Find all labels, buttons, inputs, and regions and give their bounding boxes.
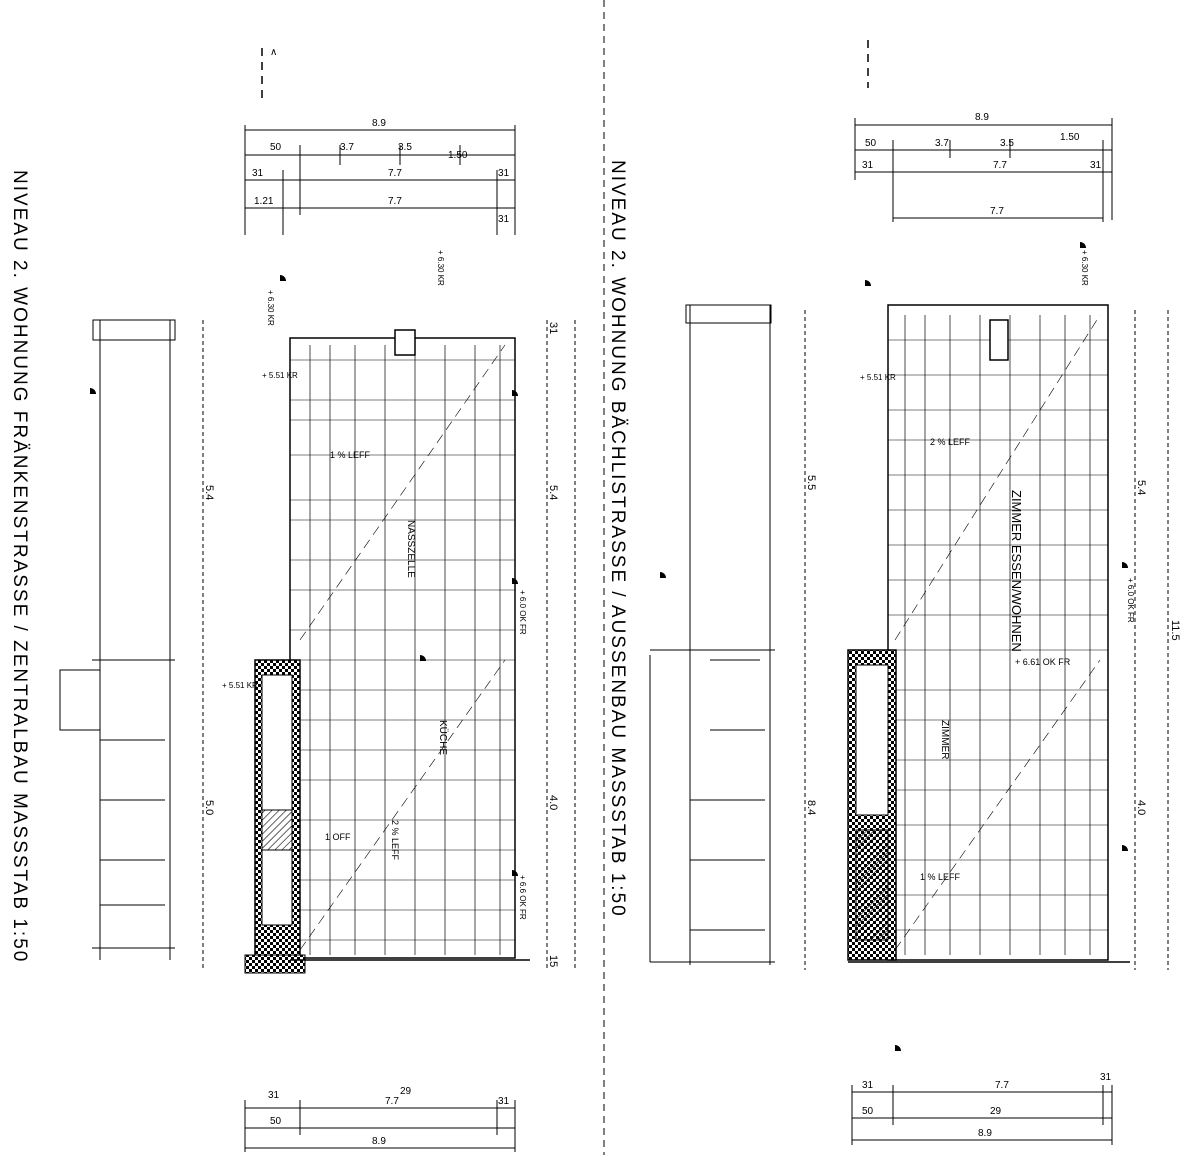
dim-label: 50 xyxy=(270,142,282,153)
left-bottom-dimensions: 31 7.7 31 50 29 8.9 xyxy=(244,1086,516,1152)
dim-label: 8.4 xyxy=(805,800,817,815)
dim-label: 3.5 xyxy=(1000,138,1014,149)
level-tag: + 6.30 KR xyxy=(266,290,275,326)
room-label: KÜCHE xyxy=(437,720,449,755)
left-vertical-dimensions xyxy=(202,320,576,970)
dim-label: 7.7 xyxy=(385,1096,399,1107)
left-plan-body xyxy=(244,329,530,974)
dim-label: 5.0 xyxy=(203,800,215,815)
right-plan-title: NIVEAU 2. WOHNUNG BÄCHLISTRASSE / AUSSEN… xyxy=(607,160,628,918)
dim-overall: 8.9 xyxy=(372,1136,386,1147)
dim-label: 1.50 xyxy=(1060,132,1080,143)
dim-label: 50 xyxy=(862,1106,874,1117)
left-plan-title: NIVEAU 2. WOHNUNG FRÄNKENSTRASSE / ZENTR… xyxy=(9,170,30,963)
dim-label: 7.7 xyxy=(388,168,402,179)
slope-note: 2 % LEFF xyxy=(390,820,400,861)
room-label: ZIMMER xyxy=(939,720,950,759)
dim-label: 3.7 xyxy=(935,138,949,149)
dim-label: 7.7 xyxy=(995,1080,1009,1091)
dim-label: 31 xyxy=(862,1080,874,1091)
level-tag: + 6.6 OK FR xyxy=(518,875,527,920)
dim-label: 3.7 xyxy=(340,142,354,153)
dim-label: 29 xyxy=(400,1086,412,1097)
dim-label: 31 xyxy=(862,160,874,171)
room-label: NASSZELLE xyxy=(405,520,416,578)
dim-overall: 8.9 xyxy=(975,112,989,123)
level-tag: + 6.0 OK FR xyxy=(1126,578,1135,623)
level-tag: + 6.0 OK FR xyxy=(518,590,527,635)
level-tag: + 6.30 KR xyxy=(1080,250,1089,286)
dim-label: 1.50 xyxy=(448,150,468,161)
level-markers: + 5.51 KR + 6.30 KR + 6.61 OK FR + 6.0 O… xyxy=(660,242,1135,1051)
dim-label: 11.5 xyxy=(1169,620,1181,641)
dim-label: 1.21 xyxy=(254,196,274,207)
dim-label: 29 xyxy=(990,1106,1002,1117)
dim-label: 31 xyxy=(547,322,559,334)
dim-label: 31 xyxy=(498,168,510,179)
dim-label: 5.5 xyxy=(805,475,817,490)
dim-overall: 8.9 xyxy=(372,118,386,129)
dim-label: 4.0 xyxy=(1135,800,1147,815)
dim-label: 7.7 xyxy=(388,196,402,207)
dim-label: 31 xyxy=(498,214,510,225)
room-label: ZIMMER ESSEN/WOHNEN xyxy=(1009,490,1024,652)
dim-label: 5.4 xyxy=(547,485,559,500)
level-tag: + 5.51 KR xyxy=(860,373,896,382)
dim-label: 31 xyxy=(252,168,264,179)
left-top-dimensions: 8.9 50 3.7 3.5 1.50 31 7.7 31 1.21 7.7 3… xyxy=(244,118,516,235)
slope-note: 1 % LEFF xyxy=(920,872,961,882)
level-tag: + 6.61 OK FR xyxy=(1015,657,1071,667)
right-plan: NIVEAU 2. WOHNUNG BÄCHLISTRASSE / AUSSEN… xyxy=(607,40,1181,1145)
slope-note: 2 % LEFF xyxy=(930,437,971,447)
dim-label: 7.7 xyxy=(993,160,1007,171)
level-tag: + 5.51 KR xyxy=(222,681,258,690)
dim-label: 5.4 xyxy=(1135,480,1147,495)
north-arrow-icon: ∧ xyxy=(261,47,277,98)
slope-note: 1 % LEFF xyxy=(330,450,371,460)
dim-label: 31 xyxy=(498,1096,510,1107)
dim-label: 50 xyxy=(865,138,877,149)
right-vertical-dimensions xyxy=(804,310,1169,970)
left-plan: NIVEAU 2. WOHNUNG FRÄNKENSTRASSE / ZENTR… xyxy=(9,47,576,1152)
dim-label: 7.7 xyxy=(990,206,1004,217)
dim-label: 5.4 xyxy=(203,485,215,500)
right-plan-body xyxy=(847,304,1130,963)
dim-overall: 8.9 xyxy=(978,1128,992,1139)
svg-text:∧: ∧ xyxy=(270,47,277,58)
level-tag: + 6.30 KR xyxy=(436,250,445,286)
slope-note: 1 OFF xyxy=(325,832,351,842)
left-section-strip xyxy=(59,319,176,960)
dim-label: 31 xyxy=(1090,160,1102,171)
right-bottom-dimensions: 31 7.7 31 50 29 8.9 xyxy=(851,1072,1113,1145)
right-section-strip xyxy=(649,304,775,965)
dim-label: 31 xyxy=(268,1090,280,1101)
level-tag: + 5.51 KR xyxy=(262,371,298,380)
dim-label: 31 xyxy=(1100,1072,1112,1083)
right-top-dimensions: 8.9 50 3.7 3.5 1.50 31 7.7 31 7.7 xyxy=(854,112,1113,222)
dim-label: 3.5 xyxy=(398,142,412,153)
dim-label: 50 xyxy=(270,1116,282,1127)
dim-label: 4.0 xyxy=(547,795,559,810)
level-markers: + 6.30 KR + 5.51 KR + 5.51 KR + 6.30 KR … xyxy=(90,250,527,920)
dim-label: 15 xyxy=(547,955,559,967)
